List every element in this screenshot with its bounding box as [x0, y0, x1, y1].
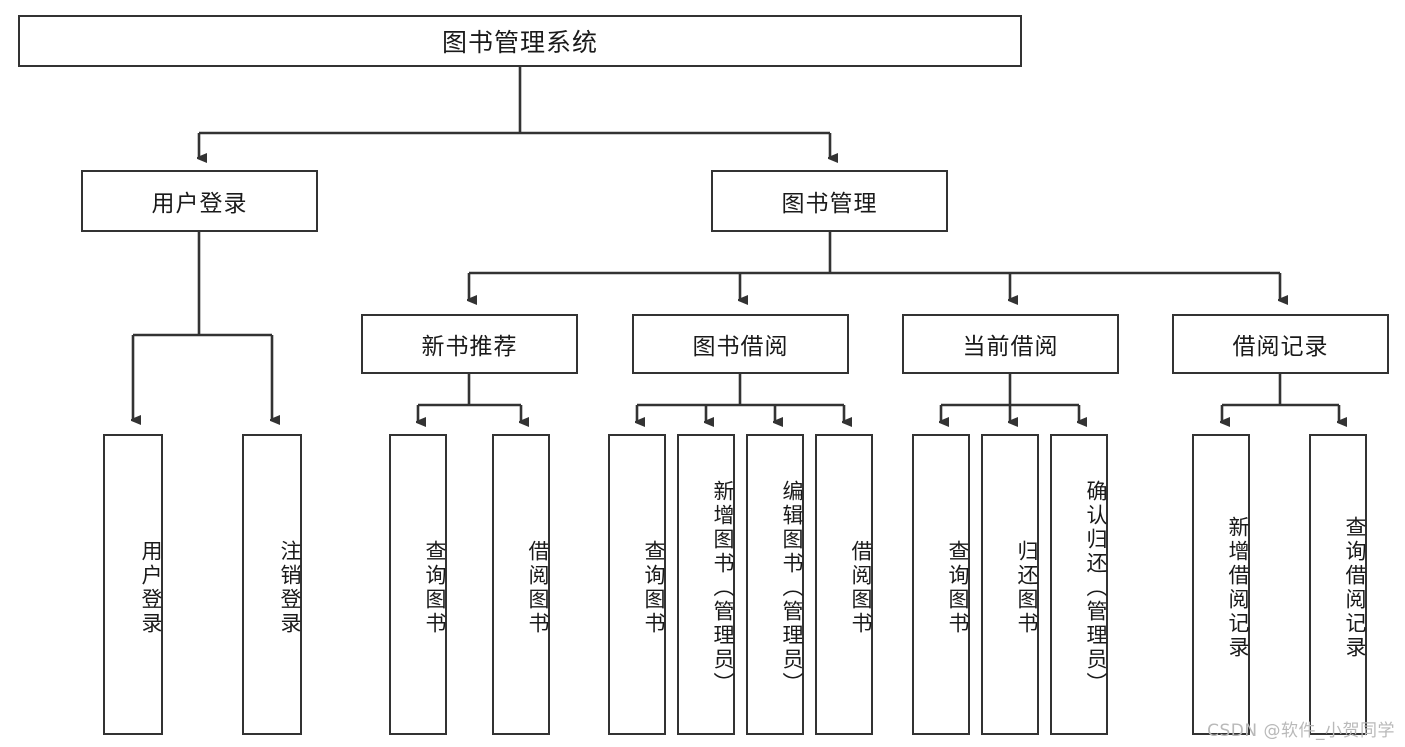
node-leaf-return-book[interactable]: 归还图书 [981, 434, 1039, 735]
node-borrow-record[interactable]: 借阅记录 [1172, 314, 1389, 374]
node-label: 用户登录 [151, 191, 248, 217]
node-leaf-logout[interactable]: 注销登录 [242, 434, 302, 735]
node-label: 用户登录 [139, 539, 163, 636]
node-leaf-borrow-book-recommend[interactable]: 借阅图书 [492, 434, 550, 735]
node-root-book-management-system[interactable]: 图书管理系统 [18, 15, 1022, 67]
node-label: 图书管理 [781, 191, 878, 217]
node-leaf-edit-book-admin[interactable]: 编辑图书（管理员） [746, 434, 804, 735]
node-new-book-recommend[interactable]: 新书推荐 [361, 314, 578, 374]
node-label: 当前借阅 [962, 334, 1059, 360]
node-label: 查询图书 [423, 539, 447, 636]
node-leaf-query-book-current[interactable]: 查询图书 [912, 434, 970, 735]
node-label: 查询借阅记录 [1343, 515, 1367, 660]
node-book-borrow[interactable]: 图书借阅 [632, 314, 849, 374]
node-leaf-borrow-book[interactable]: 借阅图书 [815, 434, 873, 735]
node-label: 查询图书 [642, 539, 666, 636]
node-label: 归还图书 [1015, 539, 1039, 636]
node-label: 注销登录 [278, 539, 302, 636]
node-label: 新增图书（管理员） [711, 479, 735, 696]
node-current-borrow[interactable]: 当前借阅 [902, 314, 1119, 374]
node-book-management[interactable]: 图书管理 [711, 170, 948, 232]
node-label: 查询图书 [946, 539, 970, 636]
node-leaf-add-book-admin[interactable]: 新增图书（管理员） [677, 434, 735, 735]
node-leaf-query-book-recommend[interactable]: 查询图书 [389, 434, 447, 735]
node-leaf-user-login[interactable]: 用户登录 [103, 434, 163, 735]
node-label: 新增借阅记录 [1226, 515, 1250, 660]
node-leaf-confirm-return-admin[interactable]: 确认归还（管理员） [1050, 434, 1108, 735]
node-label: 图书管理系统 [441, 28, 598, 57]
node-leaf-query-book-borrow[interactable]: 查询图书 [608, 434, 666, 735]
node-label: 借阅图书 [849, 539, 873, 636]
node-label: 新书推荐 [421, 334, 518, 360]
watermark-text: CSDN @软件_小贺同学 [1207, 721, 1395, 741]
node-leaf-query-borrow-record[interactable]: 查询借阅记录 [1309, 434, 1367, 735]
node-leaf-add-borrow-record[interactable]: 新增借阅记录 [1192, 434, 1250, 735]
node-label: 编辑图书（管理员） [780, 479, 804, 696]
node-label: 确认归还（管理员） [1084, 479, 1108, 696]
node-label: 借阅图书 [526, 539, 550, 636]
node-label: 借阅记录 [1232, 334, 1329, 360]
node-label: 图书借阅 [692, 334, 789, 360]
node-user-login[interactable]: 用户登录 [81, 170, 318, 232]
